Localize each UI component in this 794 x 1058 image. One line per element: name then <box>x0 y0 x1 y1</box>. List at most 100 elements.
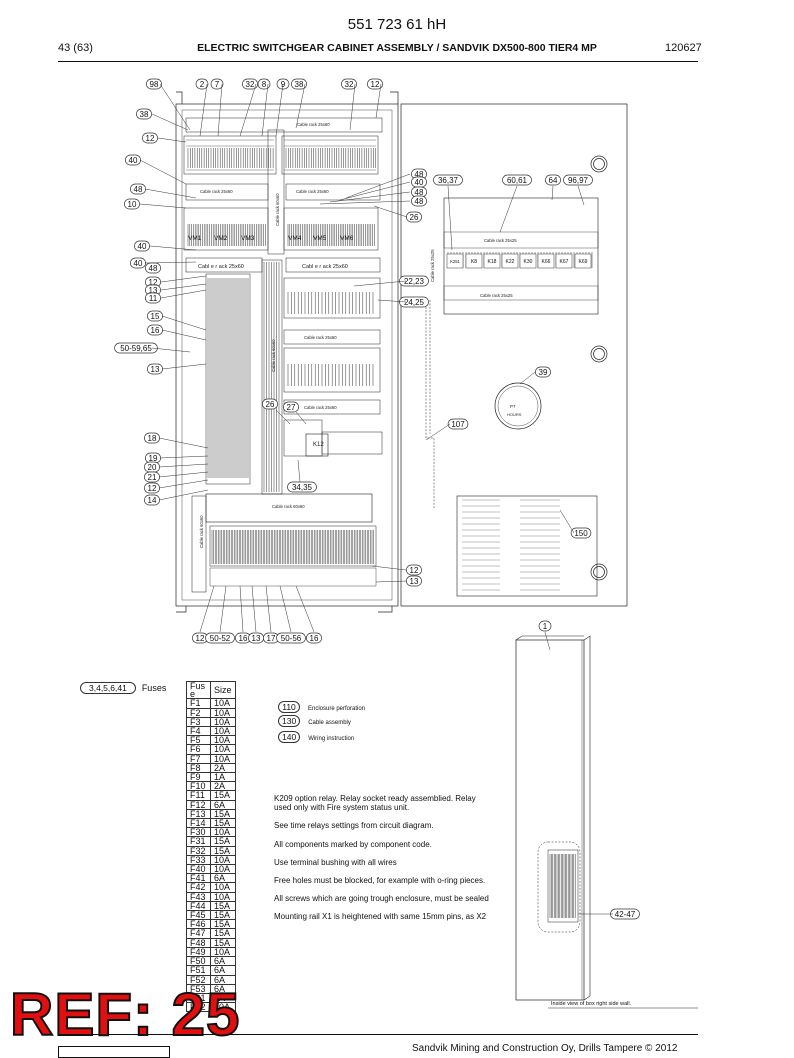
callout-center: 26 <box>406 211 422 223</box>
svg-text:16: 16 <box>239 634 248 643</box>
callout-door: 36,37 <box>433 174 463 186</box>
vm-label: VM5 <box>313 235 327 242</box>
fuse-id: F43 <box>186 891 211 902</box>
fuse-id: F51 <box>186 965 211 976</box>
fuse-id: F32 <box>186 845 211 856</box>
callout-left: 11 <box>145 292 161 304</box>
callout-left: 50-59,65 <box>114 342 158 354</box>
ref-stamp: REF: 25 <box>9 981 241 1048</box>
callout-center: 39 <box>535 366 551 378</box>
svg-text:48: 48 <box>415 170 424 179</box>
callout-center: 24,25 <box>399 296 429 308</box>
label-cable-rack-row2-right: Cabl e r ack 25x60 <box>302 264 348 270</box>
fuse-id: F6 <box>186 744 211 755</box>
fuse-size: 6A <box>210 965 236 976</box>
callout-left: 15 <box>147 310 163 322</box>
callout-left: 48 <box>145 262 161 274</box>
svg-text:50-52: 50-52 <box>210 634 231 643</box>
svg-text:22,23: 22,23 <box>404 277 425 286</box>
note-1: K209 option relay. Relay socket ready as… <box>274 794 476 813</box>
vm-label: VM3 <box>241 235 255 242</box>
fuse-size: 10A <box>210 707 236 718</box>
callout-left: 18 <box>144 432 160 444</box>
label-door-rack-vertical: Cable rack 25x25 <box>430 249 435 282</box>
label-k12: K12 <box>313 442 324 448</box>
fuse-id: F53 <box>186 983 211 994</box>
svg-text:39: 39 <box>539 368 548 377</box>
assembly-notes: K209 option relay. Relay socket ready as… <box>274 794 494 931</box>
label-cable-rack-vertical-lower: Cable rack 60x60 <box>271 339 276 372</box>
fuse-id: F2 <box>186 707 211 718</box>
legend-num-110: 110 <box>278 701 300 713</box>
vm-label: VM2 <box>214 235 228 242</box>
callout-side: 42-47 <box>610 908 640 920</box>
svg-text:64: 64 <box>549 176 558 185</box>
document-date: 120627 <box>665 42 702 54</box>
svg-text:50-59,65: 50-59,65 <box>120 344 152 353</box>
svg-text:K69: K69 <box>579 259 588 265</box>
callout-top: 32 <box>341 78 357 90</box>
svg-text:15: 15 <box>151 312 160 321</box>
callout-top: 8 <box>257 78 271 90</box>
label-cable-rack-top-right: Cable rack 25x60 <box>297 122 330 127</box>
legend-text-130: Cable assembly <box>308 720 351 726</box>
svg-text:K30: K30 <box>524 259 533 265</box>
page-number: 43 (63) <box>58 42 93 54</box>
svg-text:14: 14 <box>148 496 157 505</box>
fuses-label: Fuses <box>141 683 167 693</box>
fuse-size: 10A <box>210 1002 236 1013</box>
fuse-size: 6A <box>210 974 236 985</box>
callout-left: 12 <box>142 132 158 144</box>
callout-door: 64 <box>545 174 561 186</box>
callout-center: 40 <box>411 176 427 188</box>
fuse-id: F48 <box>186 937 211 948</box>
fuse-size: 15A <box>210 937 236 948</box>
callout-left: 20 <box>144 461 160 473</box>
enclosure-body <box>175 103 399 607</box>
svg-text:26: 26 <box>410 213 419 222</box>
callout-bottom: 17 <box>263 632 279 644</box>
svg-text:40: 40 <box>134 259 143 268</box>
svg-text:32: 32 <box>345 80 354 89</box>
svg-text:K22: K22 <box>506 259 515 265</box>
callout-center: 26 <box>262 398 278 410</box>
callout-left: 16 <box>147 324 163 336</box>
callout-center: 34,35 <box>287 481 317 493</box>
fuse-id: F42 <box>186 882 211 893</box>
relay-label: K22 <box>501 253 519 269</box>
svg-text:50-56: 50-56 <box>281 634 302 643</box>
fuse-size: 15A <box>210 845 236 856</box>
relay-label: K18 <box>483 253 501 269</box>
side-view-caption: Inside view of box right side wall. <box>551 1001 632 1007</box>
note-7: Mounting rail X1 is heightened with same… <box>274 912 487 922</box>
vm-label: VM4 <box>288 235 302 242</box>
svg-text:8: 8 <box>262 80 267 89</box>
callout-bottom: 13 <box>248 632 264 644</box>
note-5: Free holes must be blocked, for example … <box>274 876 486 886</box>
label-cable-rack-bottom-vertical: Cable rack 60x60 <box>199 515 204 548</box>
svg-text:12: 12 <box>196 634 205 643</box>
svg-text:K67: K67 <box>560 259 569 265</box>
svg-text:40: 40 <box>129 156 138 165</box>
fuse-size: 10A <box>210 698 236 709</box>
svg-text:32: 32 <box>246 80 255 89</box>
callout-center: 22,23 <box>399 275 429 287</box>
svg-text:48: 48 <box>415 197 424 206</box>
callout-left: 40 <box>130 257 146 269</box>
note-4: Use terminal bushing with all wires <box>274 857 397 867</box>
svg-text:36,37: 36,37 <box>438 176 459 185</box>
callout-top: 38 <box>291 78 307 90</box>
label-cable-rack-mid-right: Cable rack 25x60 <box>296 189 329 194</box>
callout-left: 19 <box>145 452 161 464</box>
callout-side: 1 <box>538 620 552 632</box>
fuse-id: F11 <box>186 790 211 801</box>
callout-bottom: 50-56 <box>276 632 306 644</box>
